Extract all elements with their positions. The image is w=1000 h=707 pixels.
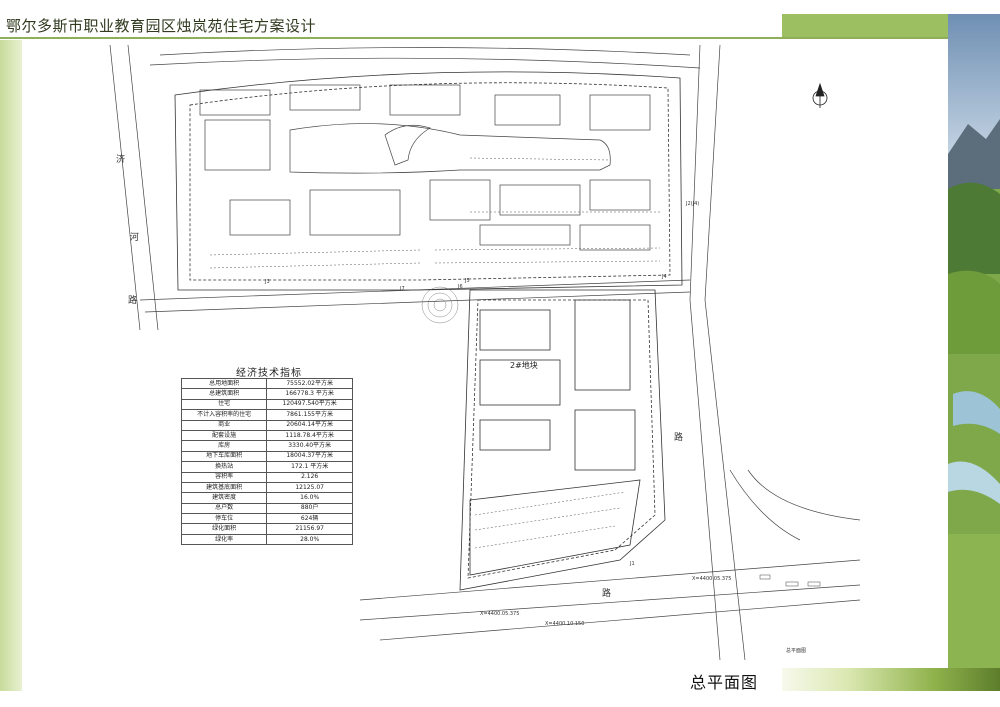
point-label: J7 xyxy=(399,286,405,292)
road-label: 路 xyxy=(602,587,611,599)
table-value-cell: 624辆 xyxy=(266,513,353,525)
table-value-cell: 2.126 xyxy=(266,471,353,483)
table-label-cell: 不计入容积率的住宅 xyxy=(180,409,268,421)
road-label: 济 xyxy=(116,153,125,165)
table-value-cell: 75552.02平方米 xyxy=(266,377,353,390)
table-label-cell: 地下车库面积 xyxy=(180,450,268,463)
table-label-cell: 容积率 xyxy=(180,471,268,483)
table-label-cell: 配套设施 xyxy=(180,429,268,442)
table-value-cell: 120497.540平方米 xyxy=(266,398,353,411)
table-value-cell: 1118.78.4平方米 xyxy=(266,429,353,442)
table-label-cell: 建筑密度 xyxy=(180,492,268,504)
plot-label: 2#地块 xyxy=(510,360,538,370)
point-label: J4 xyxy=(661,274,667,280)
table-value-cell: 166778.3 平方米 xyxy=(266,388,353,400)
table-value-cell: 880户 xyxy=(266,502,353,515)
coordinate-note: X=4400.05.375 xyxy=(480,611,519,617)
point-label: J2(J4) xyxy=(685,201,699,207)
table-label-cell: 换热站 xyxy=(180,461,268,473)
page-title: 鄂尔多斯市职业教育园区烛岚苑住宅方案设计 xyxy=(6,17,317,35)
table-label-cell: 总户数 xyxy=(180,502,268,515)
table-value-cell: 12125.07 xyxy=(266,481,353,494)
coordinate-note: X=4400.05.375 xyxy=(692,576,731,582)
table-label-cell: 库房 xyxy=(180,440,268,452)
point-label: J6 xyxy=(457,284,463,290)
point-label: J3 xyxy=(264,279,270,285)
road-label: 路 xyxy=(674,431,683,443)
table-label-cell: 总建筑面积 xyxy=(180,388,268,400)
north-arrow-icon xyxy=(812,82,828,108)
drawing-caption: 总平面图 xyxy=(690,673,759,692)
header-divider xyxy=(0,37,1000,39)
table-value-cell: 3330.40平方米 xyxy=(266,440,353,452)
table-value-cell: 21156.97 xyxy=(266,523,353,535)
table-label-cell: 停车位 xyxy=(180,513,268,525)
table-label-cell: 住宅 xyxy=(180,398,268,411)
table-value-cell: 7861.155平方米 xyxy=(266,409,353,421)
coordinate-note: X=4400.10.150 xyxy=(545,621,584,627)
table-value-cell: 20604.14平方米 xyxy=(266,419,353,431)
table-label-cell: 绿化面积 xyxy=(180,523,268,535)
point-label: J1 xyxy=(629,561,635,567)
table-value-cell: 18004.37平方米 xyxy=(266,450,353,463)
table-title: 经济技术指标 xyxy=(236,368,302,379)
table-value-cell: 16.0% xyxy=(266,492,353,504)
legend-label: 总平面图 xyxy=(786,647,806,654)
bottom-landscape-strip xyxy=(782,668,1000,691)
table-value-cell: 172.1 平方米 xyxy=(266,461,353,473)
table-label-cell: 商业 xyxy=(180,419,268,431)
point-label: J5 xyxy=(464,278,470,284)
left-decorative-strip xyxy=(0,40,22,691)
road-label: 路 xyxy=(128,294,137,306)
site-plan-drawing: 济 河 路 路 路 2#地块 J1 J3 J4 J5 J6 J7 J2(J4) … xyxy=(109,44,861,661)
table-value-cell: 28.0% xyxy=(266,533,353,546)
table-label-cell: 绿化率 xyxy=(180,533,268,546)
landscape-photo xyxy=(948,14,1000,691)
road-label: 河 xyxy=(130,231,139,243)
table-label-cell: 建筑基底面积 xyxy=(180,481,268,494)
table-label-cell: 总用地面积 xyxy=(180,377,268,390)
